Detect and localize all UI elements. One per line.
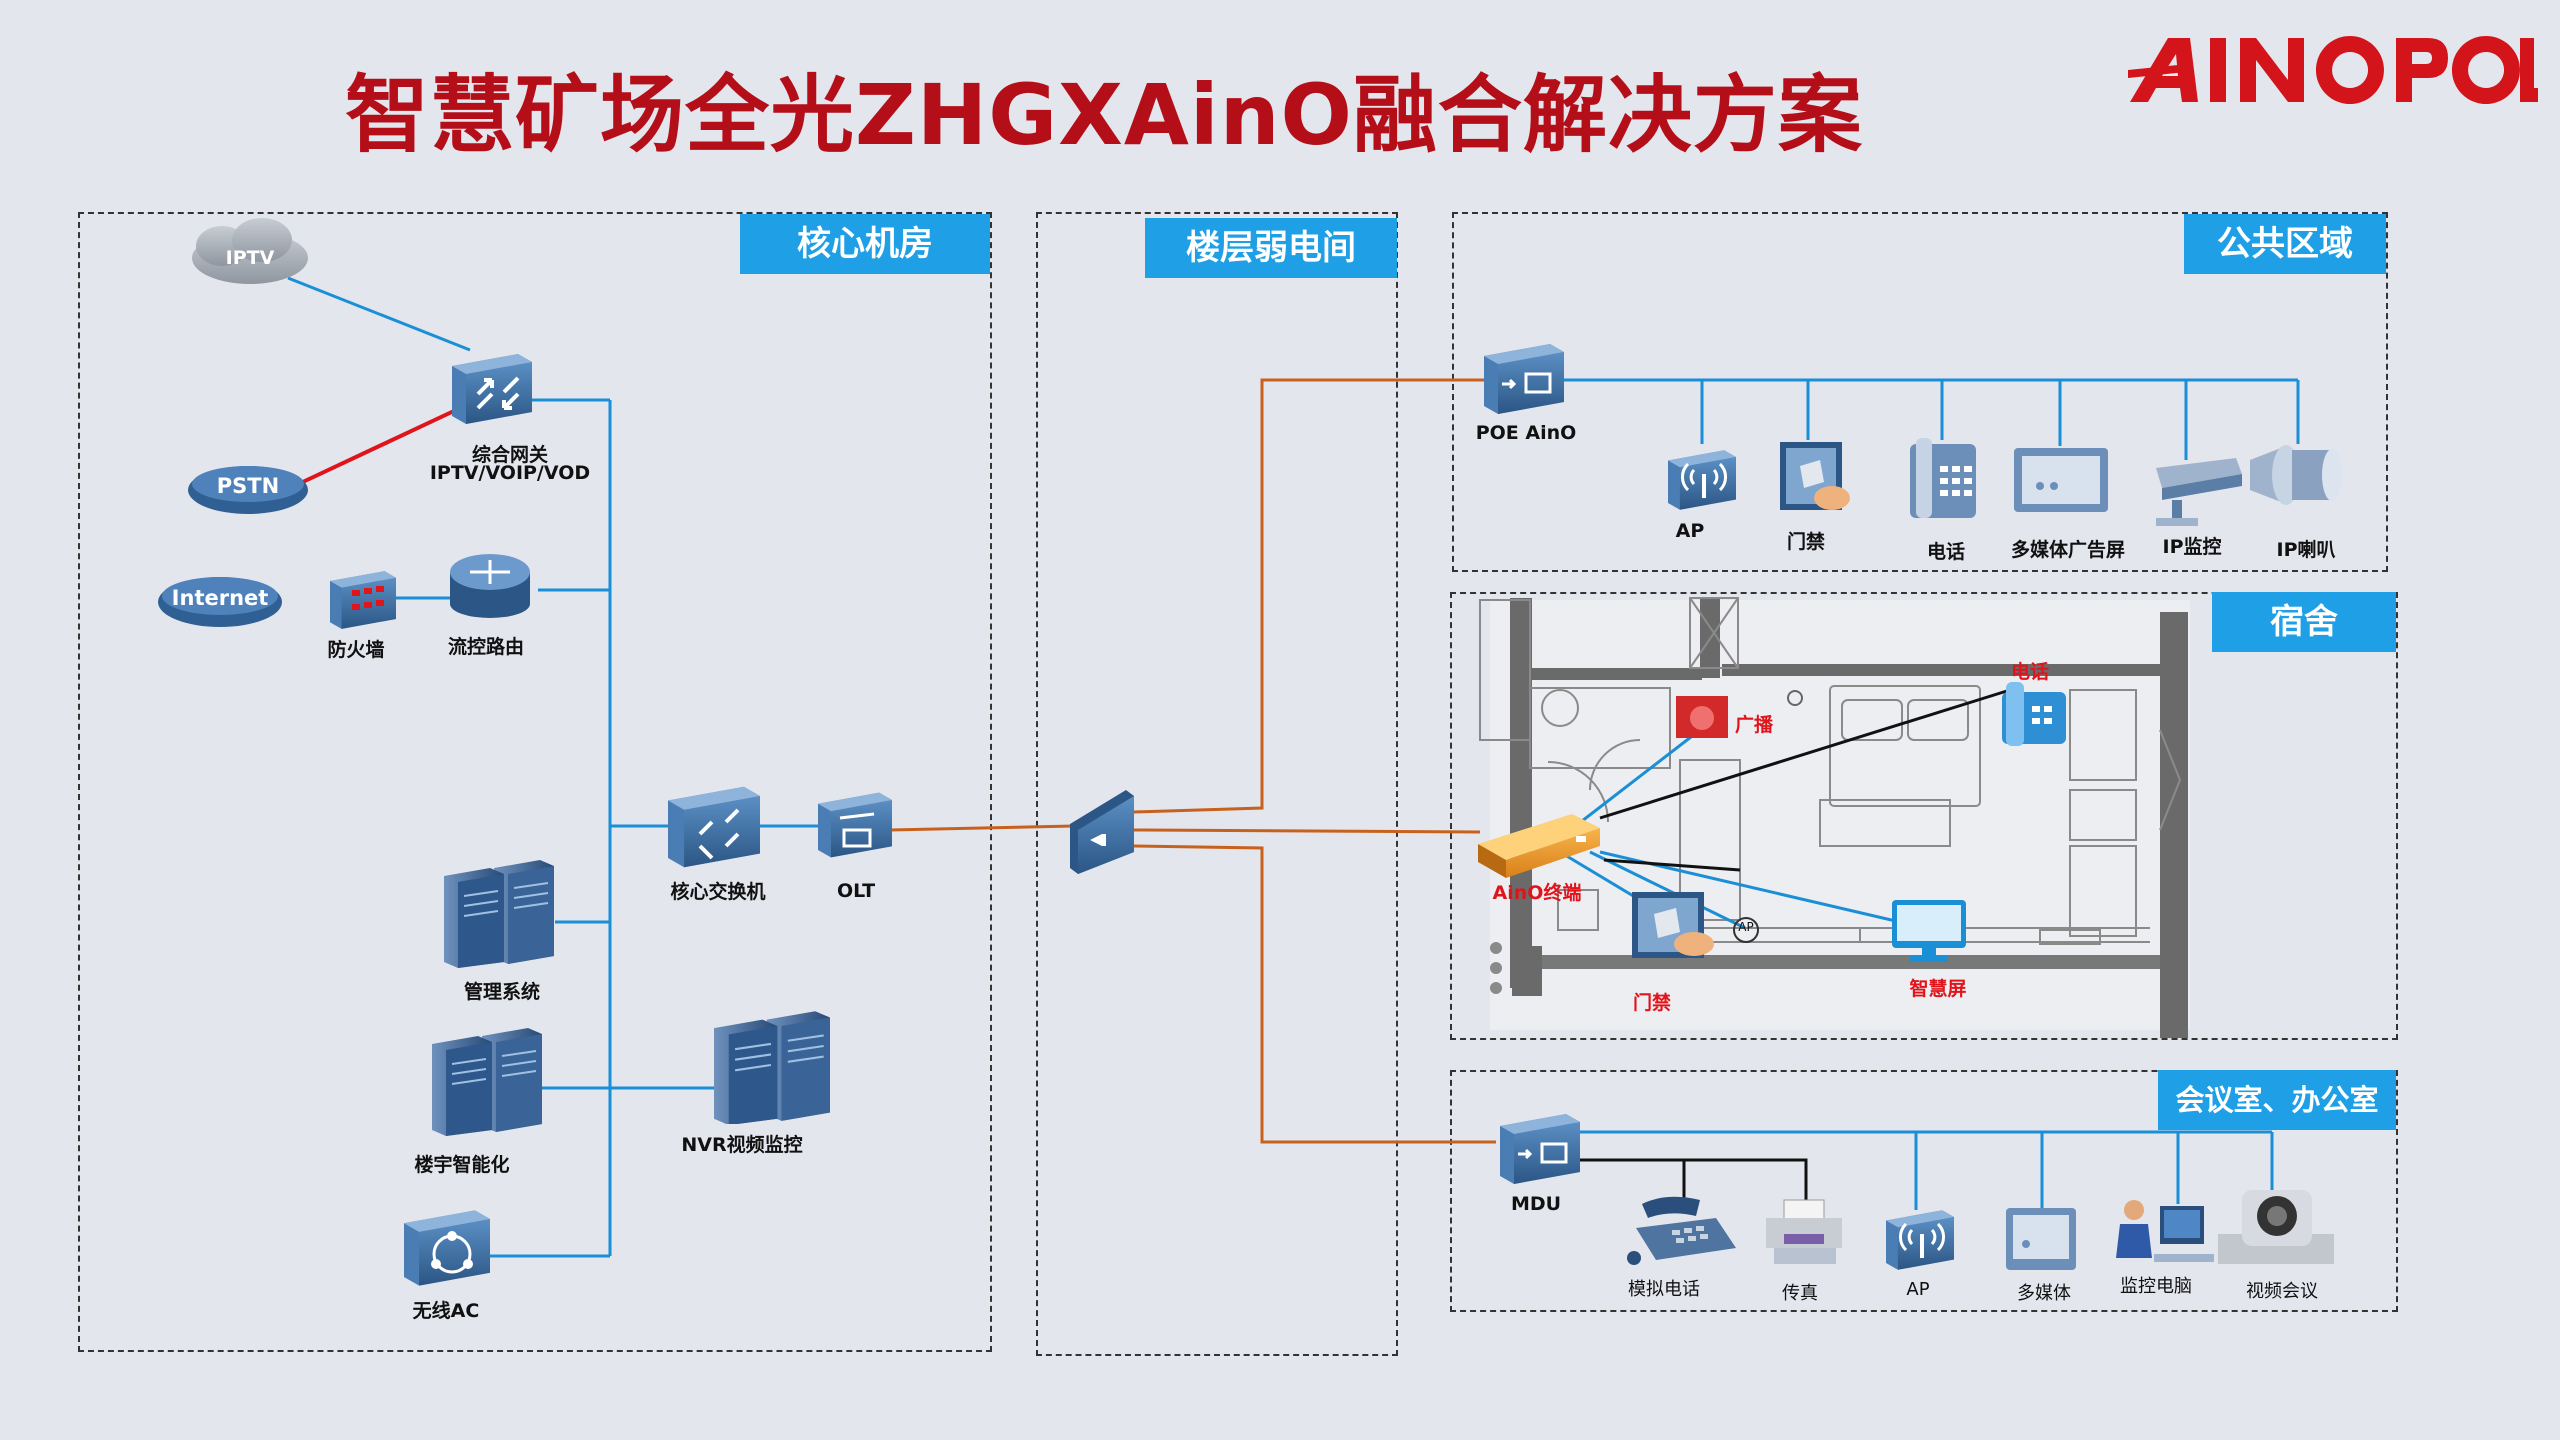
public-ap-icon xyxy=(1668,450,1736,510)
splitter-icon xyxy=(1070,790,1134,874)
public-phone-icon xyxy=(1910,438,1976,518)
gateway-icon xyxy=(452,354,532,424)
office-multimedia-icon xyxy=(2006,1208,2076,1270)
dorm-ap-mark-label: AP xyxy=(1738,920,1754,934)
wireless-ac-icon xyxy=(404,1210,490,1286)
public-door-icon xyxy=(1780,442,1850,510)
dorm-broadcast-label: 广播 xyxy=(1734,714,1774,736)
zone-core-room xyxy=(78,212,992,1352)
ipcam-label: IP监控 xyxy=(2162,536,2222,558)
office-links xyxy=(1572,1130,2274,1210)
dorm-ap-marker xyxy=(1733,917,1759,943)
monitor-pc-icon xyxy=(2116,1200,2214,1262)
nvr-label: NVR视频监控 xyxy=(681,1134,803,1156)
dorm-door-icon xyxy=(1632,892,1714,958)
olt-splitter-link xyxy=(889,824,1075,832)
router-label: 流控路由 xyxy=(447,636,525,658)
video-conf-label: 视频会议 xyxy=(2246,1281,2318,1302)
dorm-links xyxy=(1559,688,2011,930)
zone-office xyxy=(1450,1070,2398,1312)
building-server-icon xyxy=(432,1026,542,1138)
olt-icon xyxy=(818,792,892,858)
dorm-broadcast-icon xyxy=(1676,696,1728,738)
public-ap-label: AP xyxy=(1675,520,1705,542)
ainopol-logo xyxy=(2128,36,2538,104)
dorm-door-label: 门禁 xyxy=(1632,992,1672,1014)
olt-label: OLT xyxy=(836,880,876,902)
office-multimedia-label: 多媒体 xyxy=(2017,1283,2071,1304)
zone-dorm-tab: 宿舍 xyxy=(2212,592,2396,652)
pstn-label: PSTN xyxy=(216,474,280,498)
core-switch-icon xyxy=(668,786,760,868)
public-links xyxy=(1564,378,2300,460)
smart-screen-icon xyxy=(1892,900,1966,962)
zone-floor-room xyxy=(1036,212,1398,1356)
pstn-link xyxy=(289,408,457,490)
public-phone-label: 电话 xyxy=(1926,541,1966,563)
zone-office-tab: 会议室、办公室 xyxy=(2158,1070,2396,1130)
zone-core-room-tab: 核心机房 xyxy=(740,214,990,274)
poe-aino-label: POE AinO xyxy=(1475,422,1577,444)
zone-public-area-tab: 公共区域 xyxy=(2184,214,2386,274)
internet-cloud-icon xyxy=(158,577,282,627)
pstn-cloud-icon xyxy=(188,466,308,514)
public-screen-label: 多媒体广告屏 xyxy=(2010,539,2126,561)
nvr-server-icon xyxy=(714,1010,830,1124)
iptv-label: IPTV xyxy=(225,247,275,269)
gateway-label-line2: IPTV/VOIP/VOD xyxy=(429,462,591,484)
mdu-icon xyxy=(1500,1114,1580,1184)
gateway-label-line1: 综合网关 xyxy=(471,444,549,466)
analog-phone-label: 模拟电话 xyxy=(1628,1279,1700,1300)
router-icon xyxy=(450,554,530,618)
mgmt-label: 管理系统 xyxy=(463,981,541,1003)
ipcam-icon xyxy=(2156,458,2242,526)
poe-aino-icon xyxy=(1484,344,1564,414)
fax-label: 传真 xyxy=(1782,1283,1818,1304)
firewall-icon xyxy=(330,571,396,629)
dorm-phone-label: 电话 xyxy=(2010,661,2050,683)
smart-screen-label: 智慧屏 xyxy=(1909,978,1967,1000)
ip-speaker-icon xyxy=(2250,445,2342,505)
zone-floor-room-tab: 楼层弱电间 xyxy=(1145,218,1397,278)
mdu-label: MDU xyxy=(1510,1193,1562,1215)
ip-speaker-label: IP喇叭 xyxy=(2276,539,2336,561)
aino-terminal-icon xyxy=(1478,814,1600,878)
building-label: 楼宇智能化 xyxy=(414,1154,510,1176)
video-conf-icon xyxy=(2218,1190,2334,1264)
office-ap-icon xyxy=(1886,1210,1954,1270)
aino-terminal-label: AinO终端 xyxy=(1492,882,1582,904)
monitor-pc-label: 监控电脑 xyxy=(2120,1276,2192,1297)
wac-label: 无线AC xyxy=(412,1300,480,1322)
core-switch-label: 核心交换机 xyxy=(670,881,766,903)
fiber-links xyxy=(1133,378,1496,1144)
zone-public-area xyxy=(1452,212,2388,572)
iptv-cloud-icon xyxy=(192,218,308,284)
page-title: 智慧矿场全光ZHGXAinO融合解决方案 xyxy=(345,66,1863,164)
internet-label: Internet xyxy=(171,586,269,610)
zone-dorm xyxy=(1450,592,2398,1040)
public-door-label: 门禁 xyxy=(1786,531,1826,553)
firewall-label: 防火墙 xyxy=(327,639,385,661)
office-ap-label: AP xyxy=(1906,1279,1930,1300)
public-screen-icon xyxy=(2014,448,2108,512)
dorm-phone-icon xyxy=(2002,682,2066,746)
analog-phone-icon xyxy=(1627,1196,1736,1265)
mgmt-server-icon xyxy=(444,858,554,970)
fax-icon xyxy=(1766,1199,1842,1264)
